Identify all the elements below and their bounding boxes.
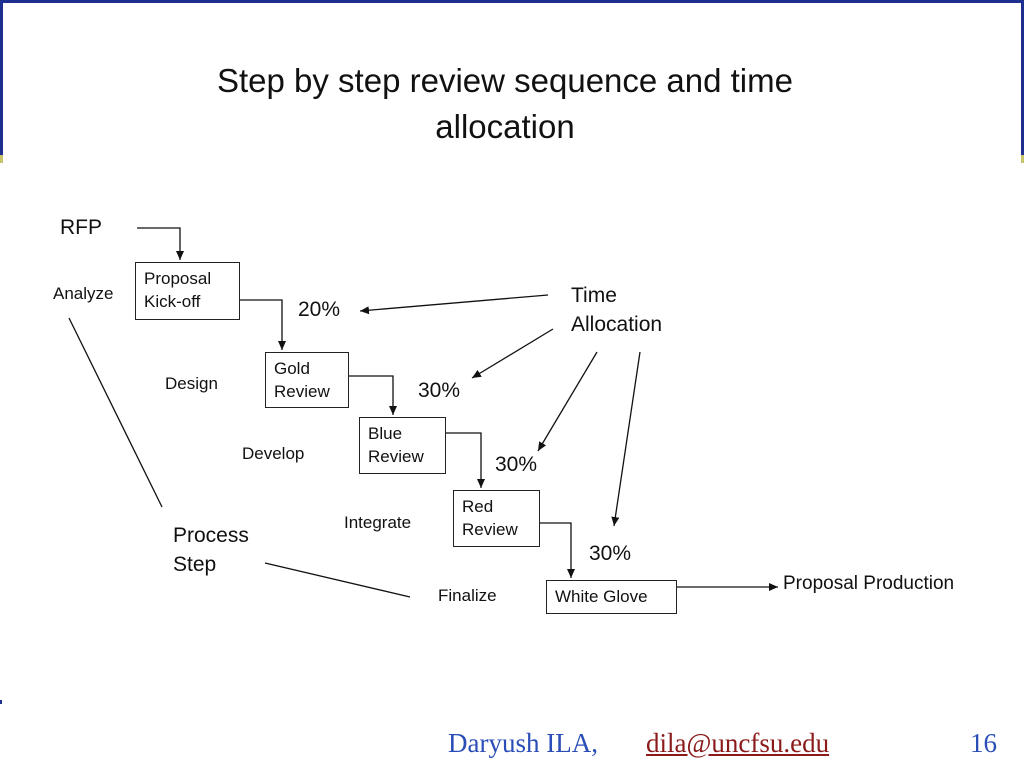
slide-title: Step by step review sequence and time al… — [216, 62, 793, 145]
phase-integrate-label: Integrate — [344, 513, 412, 532]
connector-red-white — [540, 522, 575, 578]
percent-30-b: 30% — [495, 453, 538, 476]
frame-right-accent — [1021, 155, 1024, 163]
frame-top-border — [0, 0, 1024, 3]
connector-rfp-kickoff — [137, 227, 184, 260]
process-step-line-analyze — [68, 317, 163, 508]
proposal-production-label: Proposal Production — [783, 573, 955, 594]
time-arrow-30-a — [471, 328, 554, 379]
process-step-line-finalize — [264, 562, 411, 598]
time-arrow-20 — [359, 294, 549, 315]
box-gold-review: Gold Review — [265, 352, 349, 408]
connector-kickoff-gold — [240, 299, 286, 350]
phase-design-label: Design — [165, 374, 218, 393]
box-proposal-kickoff: Proposal Kick-off — [135, 262, 240, 320]
page-number: 16 — [970, 728, 997, 758]
frame-bottom-accent — [0, 700, 2, 704]
percent-20: 20% — [298, 298, 341, 321]
process-step-label: Process Step — [173, 524, 249, 576]
connector-blue-red — [446, 432, 485, 488]
frame-left-accent — [0, 155, 3, 163]
footer-author: Daryush ILA, — [448, 728, 598, 758]
percent-30-a: 30% — [418, 379, 461, 402]
footer-email-link[interactable]: dila@uncfsu.edu — [646, 728, 830, 758]
time-arrow-30-b — [537, 351, 598, 452]
frame-left-border — [0, 0, 3, 160]
time-arrow-30-c — [611, 351, 641, 527]
phase-analyze-label: Analyze — [53, 284, 114, 303]
percent-30-c: 30% — [589, 542, 632, 565]
phase-develop-label: Develop — [242, 444, 305, 463]
box-blue-review: Blue Review — [359, 417, 446, 474]
connector-gold-blue — [349, 375, 397, 415]
rfp-label: RFP — [60, 216, 102, 239]
box-white-glove: White Glove — [546, 580, 677, 614]
phase-finalize-label: Finalize — [438, 586, 497, 605]
box-red-review: Red Review — [453, 490, 540, 547]
frame-right-border — [1021, 0, 1024, 160]
time-allocation-label: Time Allocation — [571, 284, 663, 336]
